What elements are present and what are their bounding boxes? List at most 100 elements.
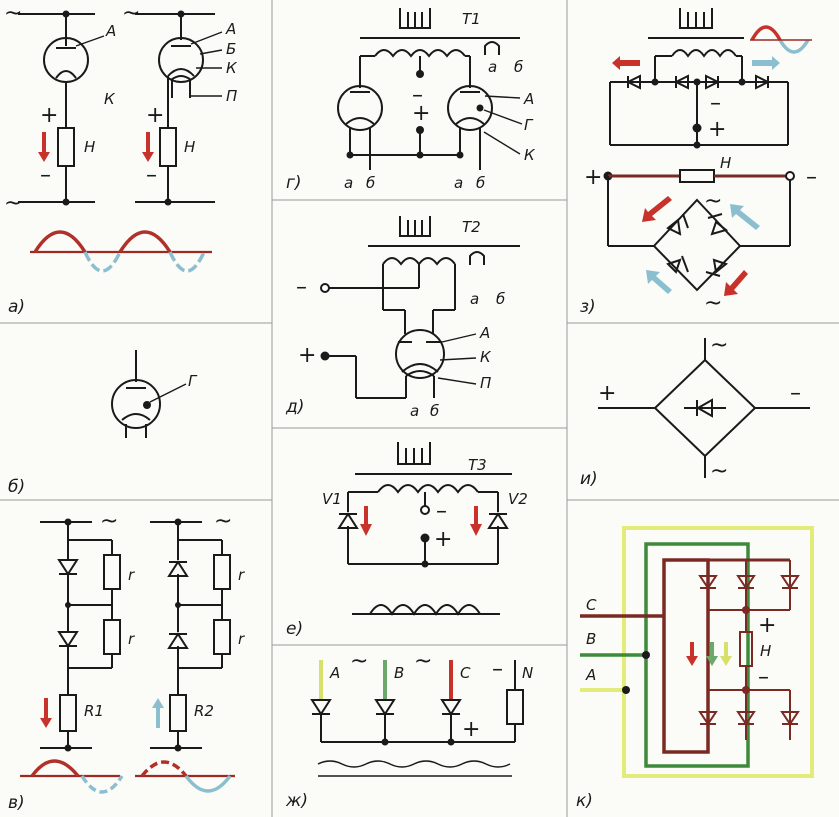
label-beta: б	[514, 58, 523, 76]
panel-a: ~ А К + Н – ~ ~ А Б	[4, 1, 238, 317]
minus-sign: –	[758, 665, 769, 690]
label-alpha: а	[470, 290, 479, 308]
current-arrow	[38, 132, 50, 162]
minus-sign: –	[790, 381, 801, 406]
label-cathode: К	[480, 348, 492, 366]
plus-sign: +	[40, 103, 58, 128]
minus-sign: –	[806, 165, 817, 190]
label-beta: б	[366, 174, 375, 192]
plus-sign: +	[758, 613, 776, 638]
label-v1: V1	[322, 490, 342, 508]
panel-zh: A ~ B ~ C – N + ж)	[285, 649, 533, 811]
label-beta: б	[496, 290, 505, 308]
panel-caption: в)	[8, 793, 25, 813]
plus-sign: +	[146, 103, 164, 128]
ac-symbol: ~	[4, 191, 22, 216]
minus-sign: –	[146, 163, 157, 188]
panel-caption: д)	[285, 397, 304, 417]
label-alpha: а	[488, 58, 497, 76]
panel-i: ~ ~ + – и)	[580, 333, 810, 489]
label-v2: V2	[508, 490, 528, 508]
plus-sign: +	[598, 381, 616, 406]
label-load: Н	[720, 154, 731, 172]
panel-z: – + + Н – ~ ~ з)	[580, 8, 817, 317]
panel-caption: з)	[580, 297, 596, 317]
label-anode: А	[479, 324, 490, 342]
label-phase-b: В	[586, 630, 596, 648]
plus-sign: +	[434, 527, 452, 552]
panel-caption: г)	[286, 173, 302, 193]
ac-symbol: ~	[704, 291, 722, 316]
label-r: r	[238, 566, 245, 584]
ac-symbol: ~	[414, 649, 432, 674]
panel-b: Г б)	[8, 350, 198, 497]
label-beta: б	[476, 174, 485, 192]
label-heater: П	[226, 87, 237, 105]
panel-v: ~ r r R1 ~ r	[8, 509, 245, 813]
ac-symbol: ~	[214, 509, 232, 534]
panel-e: T3 V1 V2 – + е)	[286, 442, 528, 639]
ac-symbol: ~	[710, 333, 728, 358]
load-resistor	[57, 127, 75, 167]
label-phase-a: A	[329, 664, 340, 682]
label-load: Н	[760, 642, 771, 660]
label-phase-c: С	[586, 596, 597, 614]
label-b: Б	[226, 40, 236, 58]
minus-sign: –	[436, 499, 447, 524]
label-r: r	[128, 630, 135, 648]
label-r: r	[238, 630, 245, 648]
label-alpha: а	[410, 402, 419, 420]
panel-k: С В А + Н – к)	[576, 526, 814, 811]
plus-sign: +	[584, 165, 602, 190]
ac-symbol: ~	[122, 1, 140, 26]
label-anode: А	[523, 90, 534, 108]
ac-symbol: ~	[4, 1, 22, 26]
label-heater: П	[480, 374, 491, 392]
label-cathode: К	[524, 146, 536, 164]
label-anode: А	[225, 20, 236, 38]
label-anode: А	[105, 22, 116, 40]
label-neutral: N	[522, 664, 533, 682]
panel-g: T1 а б А Г К – +	[286, 8, 536, 193]
panel-caption: б)	[8, 477, 25, 497]
panel-caption: а)	[8, 297, 25, 317]
label-phase-a: А	[585, 666, 596, 684]
panel-caption: и)	[580, 469, 598, 489]
label-alpha: а	[454, 174, 463, 192]
panel-caption: е)	[286, 619, 303, 639]
label-r: r	[128, 566, 135, 584]
minus-sign: –	[40, 163, 51, 188]
label-load: Н	[84, 138, 95, 156]
panel-caption: ж)	[285, 791, 308, 811]
ac-symbol: ~	[350, 649, 368, 674]
panel-caption: к)	[576, 791, 593, 811]
transformer-label: T3	[468, 456, 487, 474]
minus-sign: –	[412, 83, 423, 108]
transformer-label: T2	[462, 218, 481, 236]
ac-symbol: ~	[704, 189, 722, 214]
label-load: Н	[184, 138, 195, 156]
label-phase-b: B	[394, 664, 404, 682]
current-arrow	[142, 132, 154, 162]
label-beta: б	[430, 402, 439, 420]
label-r1: R1	[84, 702, 104, 720]
label-alpha: а	[344, 174, 353, 192]
label-r2: R2	[194, 702, 214, 720]
panel-d: T2 а б – А К П + а	[285, 216, 520, 420]
label-grid: Г	[188, 372, 198, 390]
plus-sign: +	[708, 117, 726, 142]
label-grid: Г	[524, 116, 534, 134]
label-phase-c: C	[460, 664, 471, 682]
label-cathode: К	[226, 59, 238, 77]
minus-sign: –	[492, 657, 503, 682]
plus-sign: +	[298, 343, 316, 368]
plus-sign: +	[462, 717, 480, 742]
minus-sign: –	[296, 275, 307, 300]
plus-sign: +	[412, 101, 430, 126]
transformer-label: T1	[462, 10, 481, 28]
ac-symbol: ~	[710, 459, 728, 484]
minus-sign: –	[710, 91, 721, 116]
